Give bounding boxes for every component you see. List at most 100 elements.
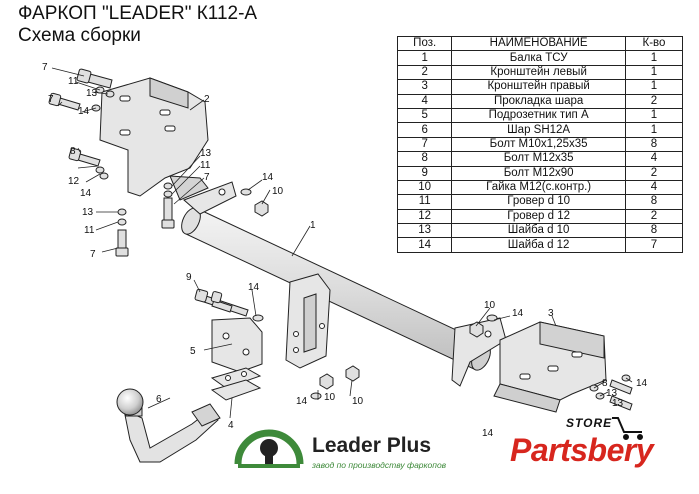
- cell-pos: 5: [396, 107, 453, 124]
- page-title: ФАРКОП "LEADER" К112-А: [18, 3, 258, 24]
- callout-7-mid: 7: [204, 172, 210, 183]
- cell-qty: 1: [624, 122, 684, 138]
- cell-qty: 8: [624, 223, 684, 239]
- leader-lines: [51, 67, 633, 419]
- callout-5: 5: [190, 346, 196, 357]
- callout-11-mid: 11: [200, 160, 211, 171]
- cell-qty: 1: [624, 107, 684, 124]
- cell-qty: 4: [624, 151, 684, 167]
- cell-qty: 1: [624, 64, 684, 81]
- callout-11-low: 11: [84, 225, 95, 236]
- callout-14-top: 14: [78, 106, 90, 117]
- cell-qty: 8: [624, 136, 684, 153]
- cell-name: Прокладка шара: [451, 93, 626, 109]
- parts-table-header: Поз. НАИМЕНОВАНИЕ К-во: [396, 35, 684, 52]
- cell-pos: 12: [396, 208, 453, 225]
- header-name: НАИМЕНОВАНИЕ: [451, 35, 626, 52]
- callout-8-right: 8: [602, 378, 608, 389]
- cell-name: Гровер d 12: [451, 208, 626, 225]
- cell-name: Кронштейн правый: [451, 79, 626, 95]
- cell-name: Подрозетник тип А: [451, 107, 626, 124]
- callout-7-top: 7: [42, 62, 48, 73]
- callout-11-top: 11: [68, 76, 79, 87]
- callout-13-mid: 13: [200, 148, 212, 159]
- cell-name: Шайба d 12: [451, 237, 626, 253]
- store-word: STORE: [566, 416, 613, 430]
- cell-qty: 1: [624, 79, 684, 95]
- callout-9: 9: [186, 272, 192, 283]
- callout-14-right: 14: [512, 308, 524, 319]
- callout-10-right: 10: [484, 300, 496, 311]
- callout-2: 2: [204, 94, 210, 105]
- ball-spacer-plates: [210, 367, 262, 401]
- callout-14-socket: 14: [248, 282, 260, 293]
- tow-ball: [116, 388, 221, 463]
- header-qty: К-во: [624, 35, 684, 52]
- callout-10-bottom-right: 10: [352, 396, 364, 407]
- cell-pos: 2: [396, 64, 453, 81]
- leader-plus-logo-icon: [234, 429, 304, 468]
- leader-brand-main: Leader: [312, 434, 381, 457]
- cell-pos: 8: [396, 151, 453, 167]
- bolts: [48, 68, 633, 411]
- cell-qty: 8: [624, 194, 684, 210]
- cell-pos: 1: [396, 50, 453, 66]
- callout-6: 6: [156, 394, 162, 405]
- cart-icon: [612, 417, 643, 440]
- callout-3: 3: [548, 308, 554, 319]
- tow-beam: [181, 181, 507, 387]
- cell-name: Болт М12х35: [451, 151, 626, 167]
- leader-tagline: завод по производству фаркопов: [312, 460, 447, 470]
- callout-14-far-right: 14: [636, 378, 648, 389]
- cell-pos: 10: [396, 179, 453, 196]
- callout-10-bottom-left: 10: [324, 392, 336, 403]
- page-subtitle: Схема сборки: [18, 25, 141, 46]
- cell-name: Болт М10х1,25х35: [451, 136, 626, 153]
- cell-pos: 4: [396, 93, 453, 109]
- cell-name: Шайба d 10: [451, 223, 626, 239]
- cell-name: Гровер d 10: [451, 194, 626, 210]
- cell-pos: 14: [396, 237, 453, 253]
- callout-14-left: 14: [80, 188, 92, 199]
- callout-13-top: 13: [86, 88, 98, 99]
- cell-name: Гайка М12(с.контр.): [451, 179, 626, 196]
- cell-qty: 1: [624, 50, 684, 66]
- callout-14-bottom: 14: [296, 396, 308, 407]
- cell-pos: 9: [396, 165, 453, 181]
- callout-7-left: 7: [48, 94, 54, 105]
- callout-7-low: 7: [90, 249, 96, 260]
- callout-1: 1: [310, 220, 316, 231]
- cell-pos: 3: [396, 79, 453, 95]
- cell-pos: 11: [396, 194, 453, 210]
- callout-13-low: 13: [82, 207, 94, 218]
- cell-name: Балка ТСУ: [451, 50, 626, 66]
- cell-name: Кронштейн левый: [451, 64, 626, 81]
- cell-qty: 2: [624, 93, 684, 109]
- callout-8-left: 8: [70, 146, 76, 157]
- callout-10-beam: 10: [272, 186, 284, 197]
- cell-qty: 2: [624, 208, 684, 225]
- bracket-right: [493, 321, 607, 413]
- bracket-left: [99, 77, 209, 201]
- cell-name: Шар SH12A: [451, 122, 626, 138]
- cell-qty: 4: [624, 179, 684, 196]
- socket-plate: [211, 317, 263, 373]
- cell-qty: 2: [624, 165, 684, 181]
- cell-pos: 13: [396, 223, 453, 239]
